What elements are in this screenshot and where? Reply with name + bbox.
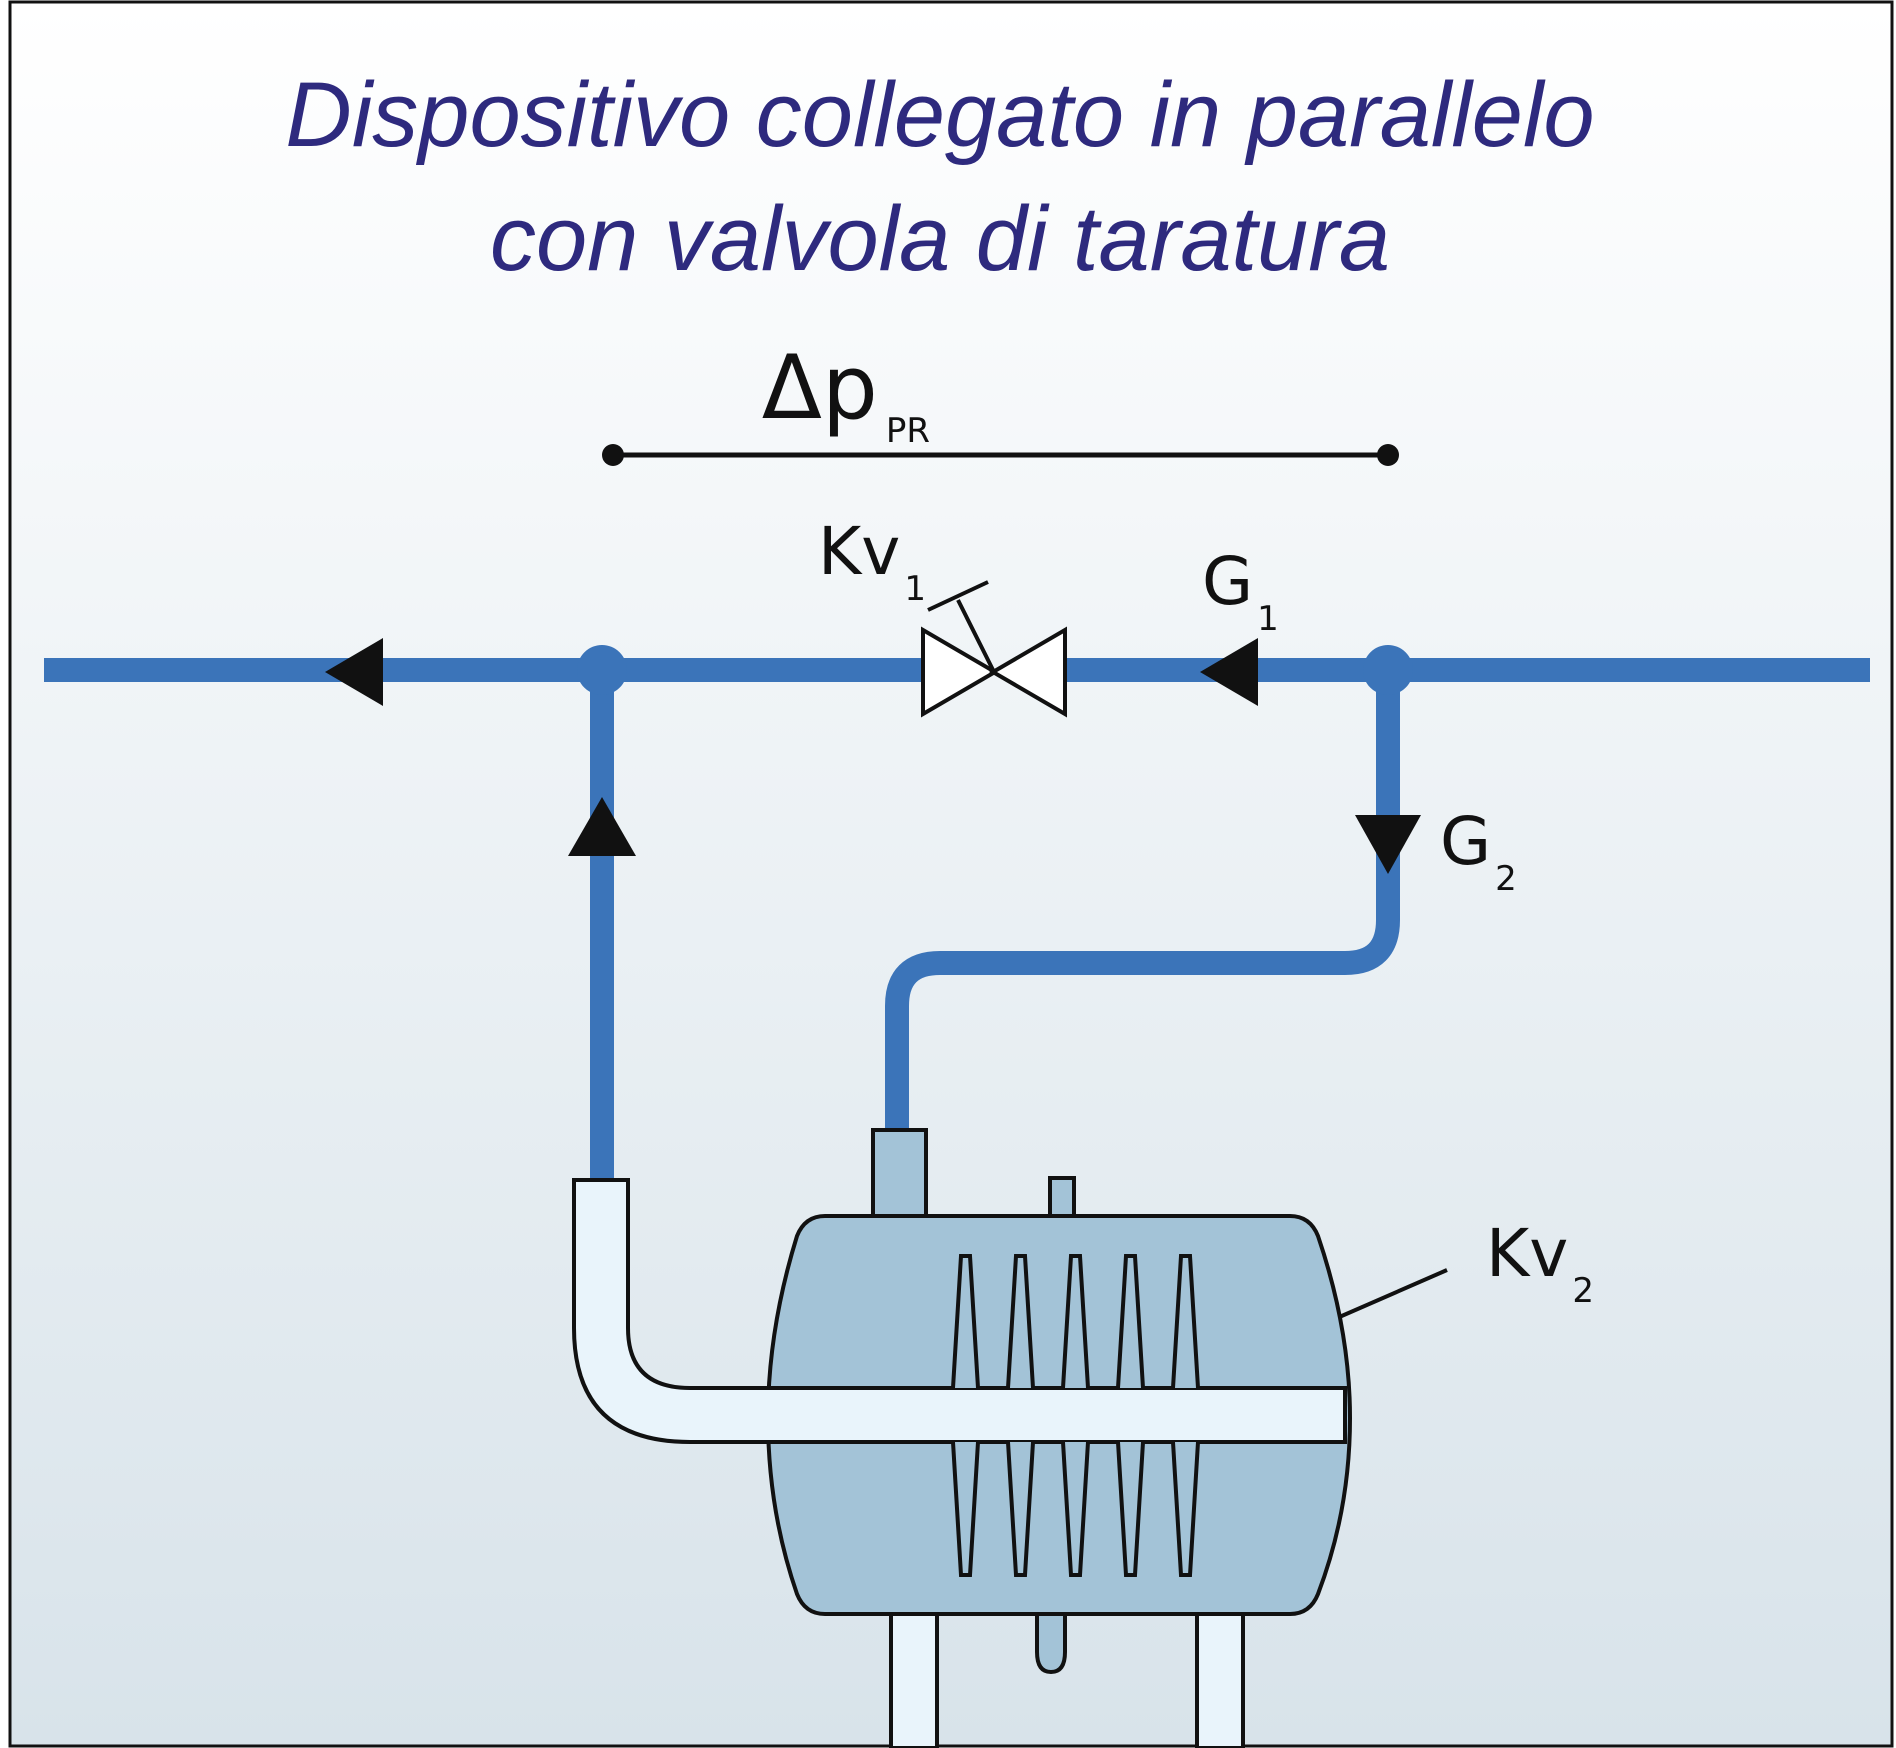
flow-arrow-down-icon [1355,815,1421,874]
g2-main: G [1440,803,1491,880]
device-inlet-connector [871,1128,928,1218]
junction-node-left [577,645,627,695]
heat-exchanger-fins-upper [951,1254,1200,1390]
delta-p-main: Δp [762,336,878,439]
device-top-nozzle [1048,1176,1076,1220]
kv1-sub: 1 [904,569,926,609]
device-leg-left [889,1610,939,1748]
g1-main: G [1202,543,1253,620]
kv2-sub: 2 [1572,1271,1594,1311]
title-line-1: Dispositivo collegato in parallelo [285,64,1594,166]
device-leg-right [1195,1610,1245,1748]
delta-p-sub: PR [886,411,930,451]
title-line-2: con valvola di taratura [490,188,1390,290]
g2-sub: 2 [1495,859,1517,899]
junction-node-right [1363,645,1413,695]
flow-arrow-left-icon [325,638,383,706]
kv1-main: Kv [818,513,900,590]
flow-arrow-left-icon [1200,638,1258,706]
balancing-valve-icon [921,580,1067,718]
g1-sub: 1 [1257,599,1279,639]
heat-exchanger-fins-lower [951,1440,1200,1577]
device-drain [1035,1612,1067,1675]
kv2-main: Kv [1486,1215,1568,1292]
dimension-endpoint-left [602,444,624,466]
dimension-endpoint-right [1377,444,1399,466]
flow-arrow-up-icon [568,797,636,856]
supply-branch-pipe [885,670,1400,1132]
internal-light-pipe [572,1178,1347,1444]
